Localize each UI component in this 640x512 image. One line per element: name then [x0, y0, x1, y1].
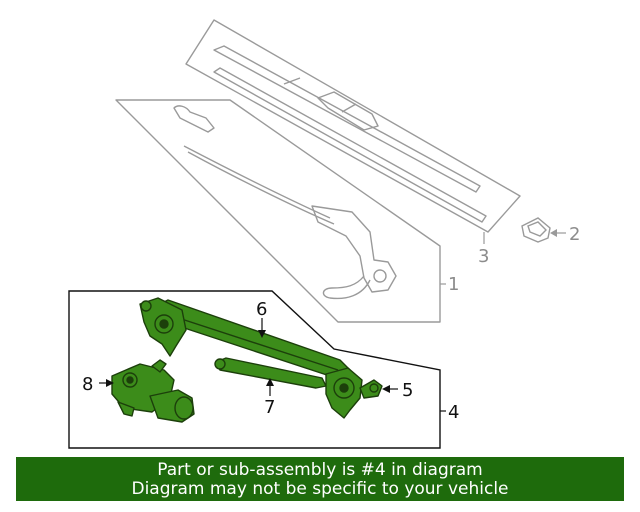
- wiper-motor-8[interactable]: [111, 359, 195, 423]
- wiper-linkage[interactable]: [139, 297, 383, 419]
- callout-1: 1: [448, 274, 459, 295]
- callout-6: 6: [256, 299, 267, 320]
- wiper-blade-group[interactable]: [185, 19, 521, 233]
- arrow-2: [550, 229, 557, 237]
- callout-4: 4: [448, 402, 459, 423]
- banner-line-2: Diagram may not be specific to your vehi…: [131, 479, 509, 499]
- wiper-arm-tip: [173, 105, 215, 133]
- info-banner: Part or sub-assembly is #4 in diagram Di…: [16, 457, 624, 501]
- pivot-cap[interactable]: [521, 217, 551, 243]
- wiper-arm-head: [311, 205, 397, 293]
- callout-arrows: [106, 330, 390, 393]
- wiper-arm-hose: [322, 275, 371, 300]
- wiper-arm-rod: [183, 145, 335, 225]
- assembly-4-box: [68, 290, 441, 449]
- callout-8: 8: [82, 374, 93, 395]
- callout-3: 3: [478, 246, 489, 267]
- wiper-arm-group[interactable]: [115, 99, 441, 323]
- callout-7: 7: [264, 397, 275, 418]
- callout-5: 5: [402, 380, 413, 401]
- wiper-blade-lower: [213, 67, 487, 223]
- wiper-blade-clip: [317, 91, 379, 131]
- banner-line-1: Part or sub-assembly is #4 in diagram: [157, 460, 483, 480]
- wiper-blade-panel: [185, 19, 521, 233]
- callout-2: 2: [569, 224, 580, 245]
- wiper-blade-upper: [213, 45, 481, 193]
- wiper-arm-panel: [115, 99, 441, 323]
